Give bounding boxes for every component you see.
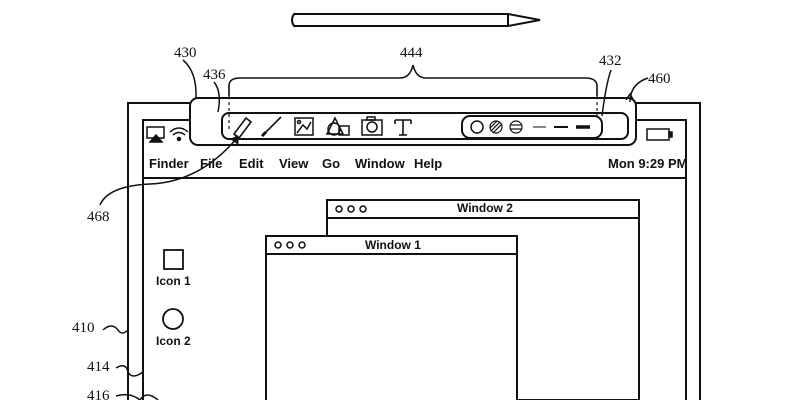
menu-finder[interactable]: Finder	[149, 156, 189, 171]
ref-460: 460	[648, 71, 671, 87]
hatched-circle-icon[interactable]	[489, 120, 503, 134]
square-icon[interactable]	[163, 249, 184, 270]
close-dot[interactable]	[274, 241, 282, 249]
display-frame	[127, 102, 701, 400]
ref-444: 444	[400, 45, 423, 61]
battery-icon	[646, 128, 673, 141]
wifi-icon	[169, 127, 189, 142]
zoom-dot[interactable]	[298, 241, 306, 249]
leader-436	[213, 81, 221, 113]
style-group	[461, 115, 603, 139]
ref-432: 432	[599, 53, 622, 69]
ref-414: 414	[87, 359, 110, 375]
close-dot[interactable]	[335, 205, 343, 213]
menu-go[interactable]: Go	[322, 156, 341, 171]
leader-460	[629, 77, 649, 103]
ref-410: 410	[72, 320, 95, 336]
leader-430	[182, 59, 197, 99]
brace-444	[228, 64, 598, 96]
pointer-416	[139, 394, 159, 400]
stylus-icon	[291, 13, 541, 27]
leader-468	[99, 137, 238, 206]
minimize-dot[interactable]	[347, 205, 355, 213]
menu-edit[interactable]: Edit	[239, 156, 264, 171]
ref-436: 436	[203, 67, 226, 83]
menu-file[interactable]: File	[200, 156, 223, 171]
leader-432	[601, 69, 612, 117]
leader-416	[115, 393, 141, 400]
brush-icon[interactable]	[260, 116, 282, 138]
touch-bar-panel	[189, 97, 637, 146]
touch-bar-strip	[221, 112, 629, 140]
arrowhead-468	[229, 135, 239, 145]
arrowhead-460	[625, 92, 635, 102]
menu-view[interactable]: View	[279, 156, 309, 171]
leader-414	[115, 365, 144, 377]
airplay-icon	[146, 126, 165, 143]
striped-circle-icon[interactable]	[509, 120, 523, 134]
window-1-title: Window 1	[365, 238, 421, 252]
ref-416: 416	[87, 388, 110, 404]
icon-1-label: Icon 1	[156, 274, 191, 288]
camera-icon[interactable]	[361, 116, 383, 136]
window-1[interactable]	[265, 235, 518, 400]
circle-icon[interactable]	[162, 308, 184, 330]
window-2-title: Window 2	[457, 201, 513, 215]
icon-2-label: Icon 2	[156, 334, 191, 348]
text-icon[interactable]	[394, 119, 412, 136]
shapes-icon[interactable]	[325, 116, 350, 136]
menu-window[interactable]: Window	[355, 156, 405, 171]
leader-410	[102, 325, 129, 334]
ref-430: 430	[174, 45, 197, 61]
ref-468: 468	[87, 209, 110, 225]
solid-circle-icon[interactable]	[470, 120, 484, 134]
minimize-dot[interactable]	[286, 241, 294, 249]
image-icon[interactable]	[294, 117, 314, 136]
zoom-dot[interactable]	[359, 205, 367, 213]
menu-help[interactable]: Help	[414, 156, 443, 171]
menubar-clock: Mon 9:29 PM	[608, 156, 688, 171]
